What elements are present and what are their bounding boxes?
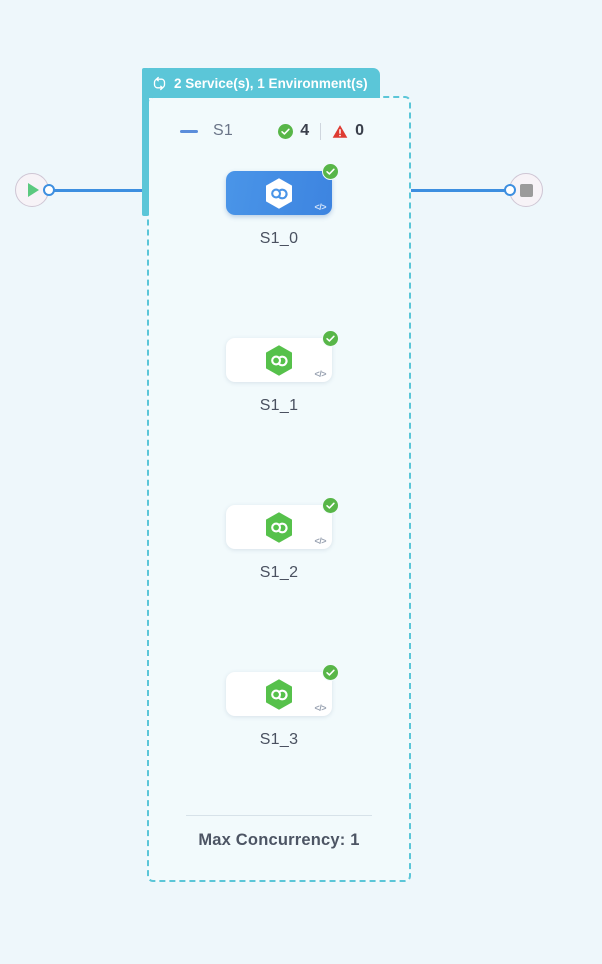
check-circle-icon: [322, 163, 339, 180]
workflow-node[interactable]: </> S1_1: [226, 330, 339, 415]
connector-dot-icon-end[interactable]: [504, 184, 516, 196]
node-label: S1_2: [259, 564, 299, 581]
workflow-node[interactable]: </> S1_2: [226, 497, 339, 582]
workflow-node[interactable]: </> S1_0: [226, 163, 339, 248]
check-circle-icon: [322, 497, 339, 514]
service-hexagon-icon: [264, 511, 294, 544]
code-icon: </>: [314, 703, 326, 713]
footer-divider: [186, 815, 372, 816]
warning-count: 0: [355, 122, 364, 139]
service-hexagon-icon: [264, 678, 294, 711]
service-group-edge-bar: [142, 68, 149, 216]
node-label: S1_1: [259, 397, 299, 414]
check-circle-icon: [278, 123, 294, 139]
warning-triangle-icon: [332, 124, 348, 139]
node-label: S1_3: [259, 731, 299, 748]
node-body-s1-3[interactable]: </>: [226, 664, 339, 716]
node-body-s1-2[interactable]: </>: [226, 497, 339, 549]
service-name-label: S1: [213, 122, 233, 139]
collapse-minus-icon[interactable]: [180, 129, 198, 133]
code-icon: </>: [314, 536, 326, 546]
service-hexagon-icon: [264, 344, 294, 377]
service-group-container: [147, 96, 411, 882]
connector-dot-icon-start[interactable]: [43, 184, 55, 196]
play-icon: [28, 183, 39, 197]
max-concurrency-label: Max Concurrency: 1: [198, 831, 360, 849]
node-label: S1_0: [259, 230, 299, 247]
workflow-node[interactable]: </> S1_3: [226, 664, 339, 749]
success-count: 4: [300, 122, 310, 139]
status-badge: 4 0: [278, 122, 364, 140]
check-circle-icon: [322, 330, 339, 347]
connector-line-start: [54, 188, 148, 192]
connector-line-end: [411, 188, 505, 192]
node-body-s1-0[interactable]: </>: [226, 163, 339, 215]
code-icon: </>: [314, 369, 326, 379]
service-group-tab[interactable]: 2 Service(s), 1 Environment(s): [142, 68, 380, 98]
node-body-s1-1[interactable]: </>: [226, 330, 339, 382]
service-header-row: S1 4 0: [147, 115, 411, 147]
status-divider: [320, 122, 322, 140]
loop-icon: [152, 76, 167, 91]
code-icon: </>: [314, 202, 326, 212]
service-group-tab-label: 2 Service(s), 1 Environment(s): [174, 75, 368, 91]
check-circle-icon: [322, 664, 339, 681]
stop-icon: [519, 183, 533, 197]
service-hexagon-icon: [264, 177, 294, 210]
